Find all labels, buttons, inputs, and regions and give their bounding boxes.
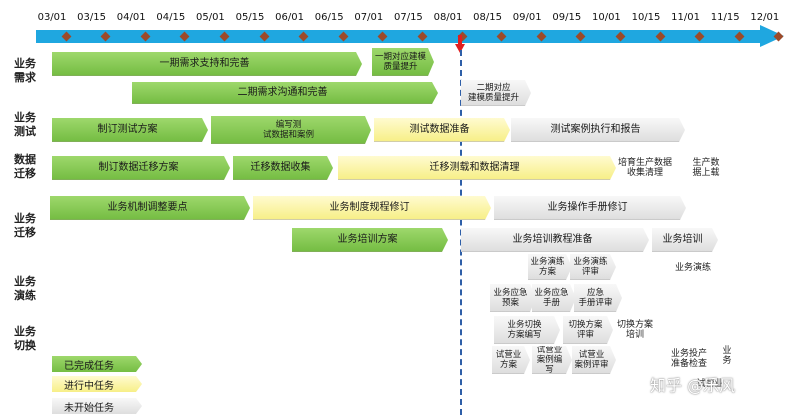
- task-bar: 试营业案例评审: [572, 346, 616, 374]
- row-label-test: 业务测试: [14, 111, 36, 138]
- task-bar: 业务应急预案: [490, 284, 536, 312]
- row-label-drill: 业务演练: [14, 275, 36, 302]
- task-bar: 制订数据迁移方案: [52, 156, 230, 180]
- date-label: 07/01: [354, 12, 384, 23]
- date-label: 10/01: [591, 12, 621, 23]
- task-bar: 业务操作手册修订: [494, 196, 686, 220]
- date-label: 05/01: [195, 12, 225, 23]
- task-bar: 迁移数据收集: [233, 156, 333, 180]
- task-bar: 业务应急手册: [532, 284, 576, 312]
- legend-item-done: 已完成任务: [52, 356, 142, 372]
- task-bar: 二期需求沟通和完善: [132, 82, 438, 104]
- legend-item-doing: 进行中任务: [52, 376, 142, 392]
- date-label: 08/15: [473, 12, 502, 23]
- row-label-req: 业务需求: [14, 57, 36, 84]
- task-bar: 测试数据准备: [374, 118, 510, 142]
- task-bar: 业务切换方案编写: [494, 316, 560, 344]
- task-bar: 业务: [722, 346, 732, 366]
- date-label: 07/15: [393, 12, 423, 23]
- date-label: 06/15: [314, 12, 344, 23]
- task-bar: 一期需求支持和完善: [52, 52, 362, 76]
- task-bar: 生产数据上载: [692, 158, 720, 178]
- date-label: 10/15: [631, 12, 661, 23]
- date-label: 08/01: [433, 12, 463, 23]
- task-bar: 二期对应建模质量提升: [461, 80, 531, 106]
- task-bar: 迁移测载和数据清理: [338, 156, 616, 180]
- date-label: 09/15: [552, 12, 582, 23]
- date-label: 03/01: [37, 12, 67, 23]
- task-bar: 应急手册评审: [574, 284, 622, 312]
- task-bar: 业务投产准备检查: [670, 349, 707, 369]
- legend-item-todo: 未开始任务: [52, 398, 142, 414]
- task-bar: 测试案例执行和报告: [511, 118, 685, 142]
- timeline-arrow-head: [760, 25, 784, 47]
- task-bar: 业务制度规程修订: [253, 196, 491, 220]
- task-bar: 培育生产数据收集清理: [617, 158, 672, 178]
- date-label: 09/01: [512, 12, 542, 23]
- date-label: 03/15: [77, 12, 106, 23]
- task-bar: 业务演练: [674, 263, 711, 273]
- task-bar: 编写测试数据和案例: [211, 116, 371, 144]
- task-bar: 业务机制调整要点: [50, 196, 250, 220]
- task-bar: 切换方案培训: [616, 320, 653, 340]
- row-label-migdata: 数据迁移: [14, 153, 36, 180]
- today-marker-icon: [455, 35, 465, 53]
- task-bar: 制订测试方案: [52, 118, 208, 142]
- task-bar: 业务培训方案: [292, 228, 448, 252]
- task-bar: 一期对应建模质量提升: [372, 48, 434, 76]
- row-label-bizmig: 业务迁移: [14, 212, 36, 239]
- watermark: 知乎 @乐风: [650, 376, 736, 395]
- task-bar: 业务演练方案: [528, 254, 572, 280]
- task-bar: 试营业方案: [492, 346, 530, 374]
- date-label: 06/01: [275, 12, 304, 23]
- task-bar: 业务培训教程准备: [461, 228, 649, 252]
- date-label: 11/15: [710, 12, 740, 23]
- task-bar: 切换方案评审: [563, 316, 613, 344]
- task-bar: 试营业案例编写: [532, 346, 572, 374]
- task-bar: 业务演练评审: [570, 254, 616, 280]
- date-label: 04/01: [116, 12, 146, 23]
- date-label: 11/01: [671, 12, 700, 23]
- date-label: 04/15: [156, 12, 186, 23]
- task-bar: 业务培训: [652, 228, 718, 252]
- row-label-switch: 业务切换: [14, 325, 36, 352]
- date-label: 12/01: [750, 12, 780, 23]
- task-bar: 试营业: [696, 379, 724, 389]
- date-label: 05/15: [235, 12, 265, 23]
